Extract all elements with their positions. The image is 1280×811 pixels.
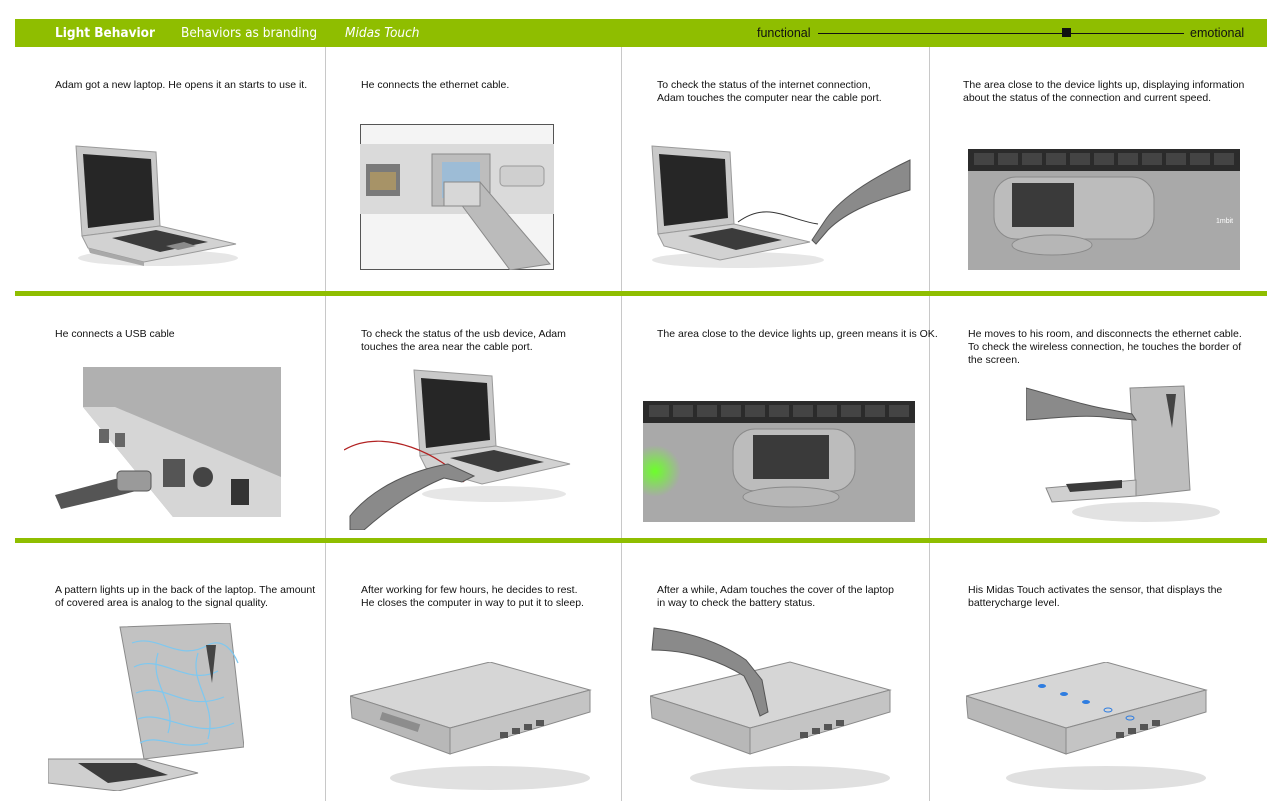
laptop-back-hand-illustration: [1026, 385, 1220, 522]
panel-caption: To check the status of the usb device, A…: [361, 328, 566, 353]
panel-caption: He moves to his room, and disconnects th…: [968, 328, 1242, 366]
scale-left-label: functional: [757, 26, 811, 40]
touchpad-green-glow-illustration: [643, 401, 915, 522]
panel-caption: After working for few hours, he decides …: [361, 584, 584, 609]
page-title: Light Behavior: [55, 25, 156, 41]
panel-caption: To check the status of the internet conn…: [657, 79, 882, 104]
battery-level-indicator: [1038, 684, 1135, 721]
panel-caption: The area close to the device lights up, …: [963, 79, 1245, 104]
closed-laptop-battery-illustration: [966, 662, 1208, 790]
row-divider-2: [15, 538, 1267, 543]
panel-caption: He connects a USB cable: [55, 328, 175, 340]
ethernet-plug-closeup-illustration: [360, 124, 554, 270]
panel-caption: The area close to the device lights up, …: [657, 328, 938, 340]
column-divider: [621, 47, 622, 291]
header-bar: Light Behavior Behaviors as branding Mid…: [15, 19, 1267, 47]
panel-caption: A pattern lights up in the back of the l…: [55, 584, 316, 609]
panel-caption: After a while, Adam touches the cover of…: [657, 584, 894, 609]
laptop-hand-usb-illustration: [344, 369, 571, 530]
closed-laptop-illustration: [350, 662, 592, 790]
column-divider: [621, 296, 622, 538]
scale-marker: [1062, 28, 1072, 37]
row-divider-1: [15, 291, 1267, 296]
column-divider: [325, 543, 326, 801]
laptop-back-pattern-illustration: [48, 623, 244, 791]
column-divider: [929, 47, 930, 291]
touchpad-closeup-illustration: 1mbit: [968, 149, 1240, 270]
functional-emotional-scale: [818, 33, 1184, 34]
column-divider: [325, 47, 326, 291]
panel-caption: He connects the ethernet cable.: [361, 79, 510, 91]
column-divider: [929, 543, 930, 801]
open-laptop-illustration: [75, 145, 238, 266]
section-title: Midas Touch: [345, 25, 420, 41]
column-divider: [929, 296, 930, 538]
closed-laptop-hand-illustration: [650, 627, 892, 790]
laptop-hand-touch-illustration: [651, 145, 911, 268]
page-subtitle: Behaviors as branding: [181, 25, 318, 41]
panel-caption: His Midas Touch activates the sensor, th…: [968, 584, 1223, 609]
scale-right-label: emotional: [1190, 26, 1245, 40]
column-divider: [621, 543, 622, 801]
speed-badge: 1mbit: [1216, 218, 1233, 225]
column-divider: [325, 296, 326, 538]
usb-plug-closeup-illustration: [55, 367, 281, 517]
panel-caption: Adam got a new laptop. He opens it an st…: [55, 79, 308, 91]
